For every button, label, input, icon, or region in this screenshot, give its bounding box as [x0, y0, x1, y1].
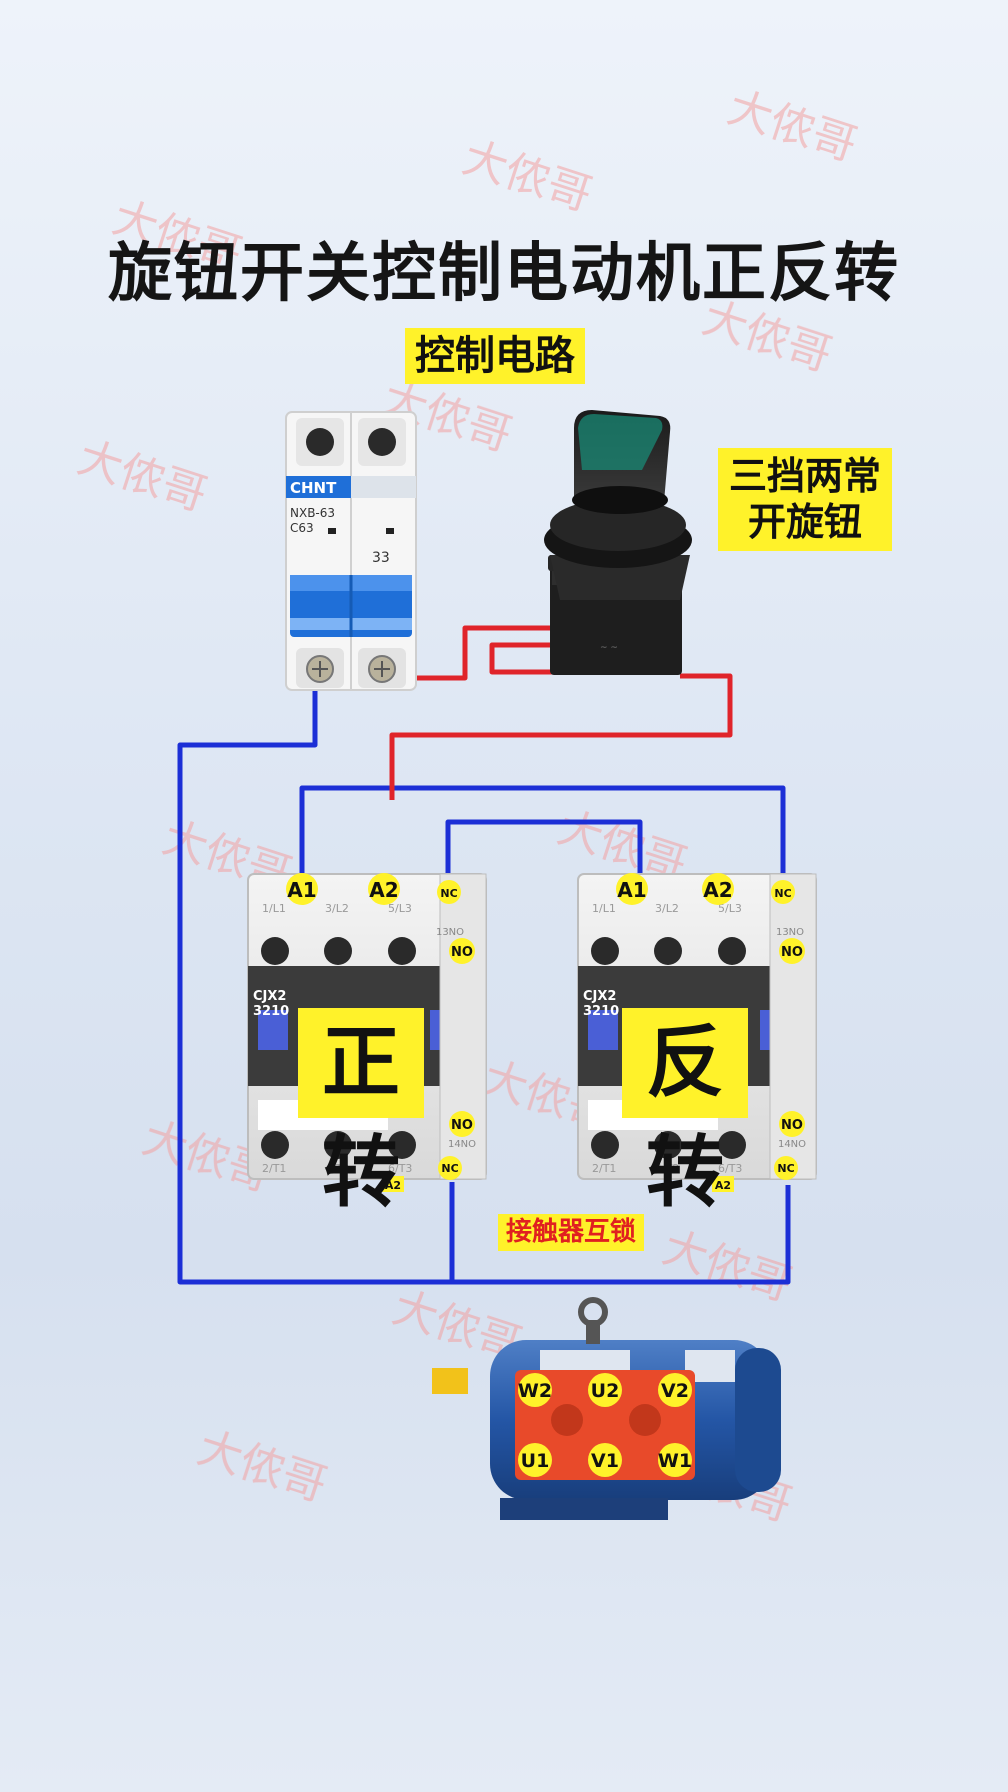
fwd-terminal-top-2: 3/L2 [325, 902, 349, 915]
watermark-4: 大侬哥 [72, 432, 213, 521]
red-wires [389, 625, 733, 800]
forward-contactor-label: 正转 [298, 1008, 424, 1218]
rev-model-1: CJX2 [583, 989, 616, 1004]
fwd-model-2: 3210 [253, 1004, 289, 1019]
page-title: 旋钮开关控制电动机正反转 [108, 237, 900, 311]
watermark-2: 大侬哥 [457, 132, 598, 221]
fwd-terminal-top-1: 1/L1 [262, 902, 286, 915]
circuit-breaker: CHNT NXB-63 C63 33 [285, 411, 417, 691]
motor-terminal-v1: V1 [591, 1450, 619, 1472]
fwd-bottom-a2: A2 [385, 1179, 401, 1192]
red-wire-switch-to-coil [389, 673, 733, 800]
rev-bottom-a2: A2 [715, 1179, 731, 1192]
fwd-terminal-bottom-2: 4/T2 [325, 1162, 349, 1175]
breaker-rating: C63 [290, 521, 314, 535]
fwd-terminal-top-3: 5/L3 [388, 902, 412, 915]
rev-coil-a1: A1 [617, 878, 646, 902]
motor-terminal-w1: W1 [658, 1450, 692, 1472]
rev-aux-bottom-nc: NC [777, 1162, 794, 1175]
breaker-model: NXB-63 [290, 506, 335, 520]
red-wire-breaker-to-switch [392, 625, 565, 681]
fwd-aux-top-nc: NC [440, 887, 457, 900]
fwd-aux-top-num: 13NO [436, 927, 464, 938]
motor-terminal-box [515, 1370, 695, 1480]
watermark-13: 大侬哥 [192, 1422, 333, 1511]
fwd-aux-bottom-num: 14NO [448, 1139, 476, 1150]
fwd-aux-top-no: NO [451, 945, 473, 960]
reverse-contactor-label: 反转 [622, 1008, 748, 1218]
rev-model-2: 3210 [583, 1004, 619, 1019]
blue-wire-a1-top [299, 785, 786, 878]
breaker-brand: CHNT [290, 479, 337, 497]
control-circuit-label: 控制电路 [405, 328, 585, 384]
rev-aux-top-no: NO [781, 945, 803, 960]
rev-terminal-top-2: 3/L2 [655, 902, 679, 915]
breaker-marking: 33 [372, 550, 390, 566]
watermark-3: 大侬哥 [722, 82, 863, 171]
blue-wire-neutral-loop [177, 675, 791, 1285]
svg-text:~ ~: ~ ~ [600, 643, 618, 653]
fwd-terminal-bottom-3: 6/T3 [388, 1162, 412, 1175]
breaker-screw [368, 428, 396, 456]
rev-aux-top-num: 13NO [776, 927, 804, 938]
motor-terminal-u2: U2 [591, 1380, 620, 1402]
selector-switch-label: 三挡两常开旋钮 [718, 448, 892, 552]
fwd-aux-bottom-no: NO [451, 1118, 473, 1133]
rev-aux-bottom-no: NO [781, 1118, 803, 1133]
breaker-screw [306, 428, 334, 456]
rev-coil-a2: A2 [703, 878, 732, 902]
fwd-coil-a2: A2 [369, 878, 398, 902]
rev-aux-bottom-num: 14NO [778, 1139, 806, 1150]
motor-terminal-v2: V2 [661, 1380, 689, 1402]
rev-terminal-bottom-2: 4/T2 [655, 1162, 679, 1175]
interlock-label: 接触器互锁 [498, 1214, 645, 1252]
motor-terminal-u1: U1 [521, 1450, 550, 1472]
rev-terminal-top-3: 5/L3 [718, 902, 742, 915]
watermark-11: 大侬哥 [657, 1222, 798, 1311]
fwd-terminal-bottom-1: 2/T1 [262, 1162, 286, 1175]
rev-terminal-bottom-3: 6/T3 [718, 1162, 742, 1175]
red-wire-switch-loop [489, 642, 565, 675]
rev-terminal-top-1: 1/L1 [592, 902, 616, 915]
blue-wire-nc-interlock [445, 819, 643, 878]
rev-aux-top-nc: NC [774, 887, 791, 900]
fwd-model-1: CJX2 [253, 989, 286, 1004]
fwd-aux-bottom-nc: NC [441, 1162, 458, 1175]
motor-terminal-w2: W2 [518, 1380, 552, 1402]
rev-terminal-bottom-1: 2/T1 [592, 1162, 616, 1175]
selector-switch: ~ ~ [544, 410, 692, 675]
blue-wires [177, 675, 791, 1285]
motor: W2 U2 V2 U1 V1 W1 [432, 1297, 781, 1520]
fwd-coil-a1: A1 [287, 878, 316, 902]
